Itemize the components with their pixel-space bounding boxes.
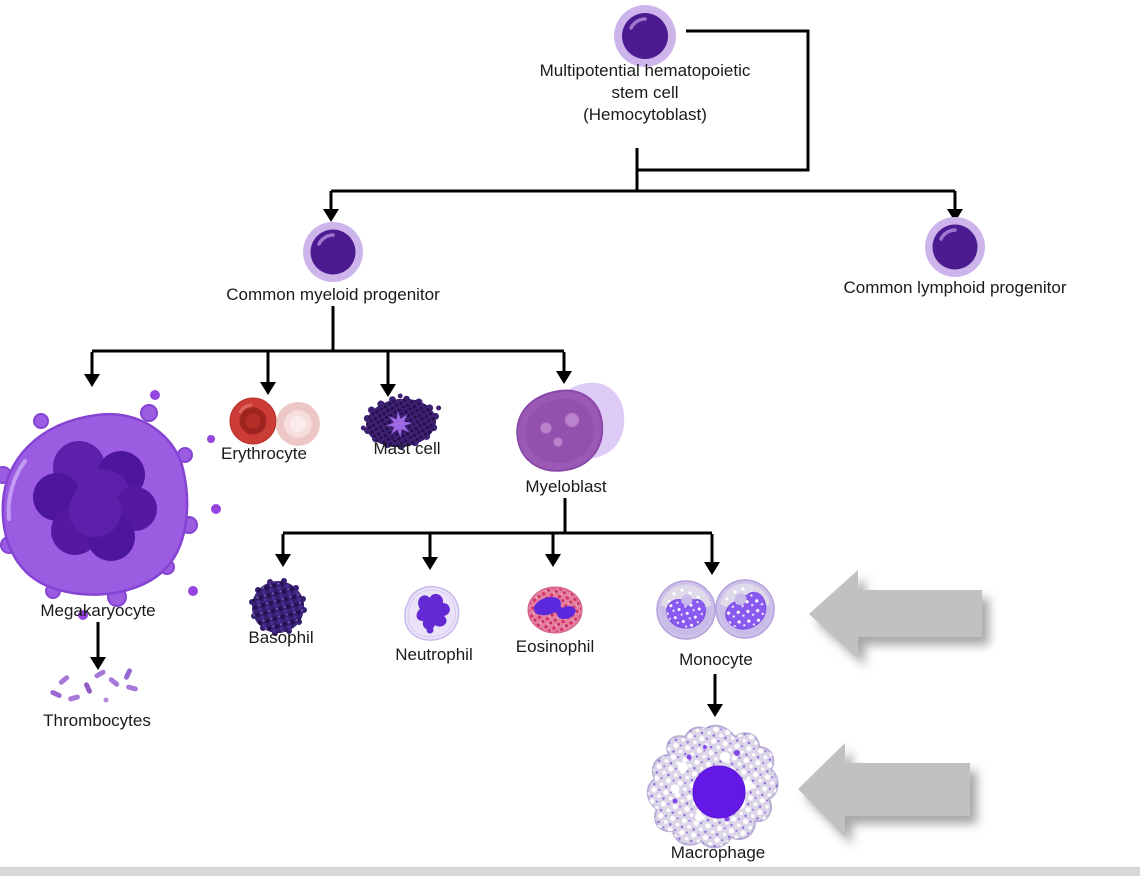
megakaryocyte-icon	[0, 390, 221, 620]
lineage-arrowheads	[84, 209, 963, 717]
common-myeloid-progenitor-icon	[303, 222, 363, 282]
thrombocytes-icon	[50, 668, 138, 703]
label-mast-cell: Mast cell	[373, 439, 441, 458]
label-macrophage: Macrophage	[670, 843, 766, 862]
megakaryocyte-nucleus	[33, 441, 157, 561]
label-stem-cell-line1: Multipotential hematopoietic	[539, 61, 751, 80]
label-stem-cell-line2: stem cell	[611, 83, 679, 102]
monocyte-icon	[656, 579, 775, 640]
label-stem-cell-line3: (Hemocytoblast)	[583, 105, 707, 124]
label-stem-cell: Multipotential hematopoietic stem cell (…	[540, 60, 751, 126]
label-thrombocytes: Thrombocytes	[43, 711, 151, 730]
label-common-lymphoid-progenitor: Common lymphoid progenitor	[843, 278, 1067, 297]
label-megakaryocyte: Megakaryocyte	[40, 601, 156, 620]
highlight-arrow-macrophage-icon	[798, 743, 970, 837]
mast-cell-icon	[360, 393, 442, 450]
bottom-bar	[0, 867, 1140, 876]
stem-cell-icon	[614, 5, 676, 67]
label-erythrocyte: Erythrocyte	[221, 444, 307, 463]
erythrocyte-icon	[229, 397, 320, 446]
label-monocyte: Monocyte	[679, 650, 753, 669]
label-common-myeloid-progenitor: Common myeloid progenitor	[226, 285, 440, 304]
label-myeloblast: Myeloblast	[525, 477, 607, 496]
myeloblast-icon	[516, 382, 625, 472]
label-eosinophil: Eosinophil	[515, 637, 595, 656]
highlight-arrow-monocyte-icon	[809, 570, 982, 658]
common-lymphoid-progenitor-icon	[925, 217, 985, 277]
neutrophil-icon	[404, 585, 460, 641]
lineage-tree-lines	[92, 29, 955, 535]
eosinophil-icon	[527, 586, 583, 634]
macrophage-icon	[646, 724, 779, 849]
basophil-icon	[249, 578, 307, 636]
lineage-arrow-shafts	[90, 191, 957, 705]
label-basophil: Basophil	[248, 628, 314, 647]
label-neutrophil: Neutrophil	[395, 645, 473, 664]
